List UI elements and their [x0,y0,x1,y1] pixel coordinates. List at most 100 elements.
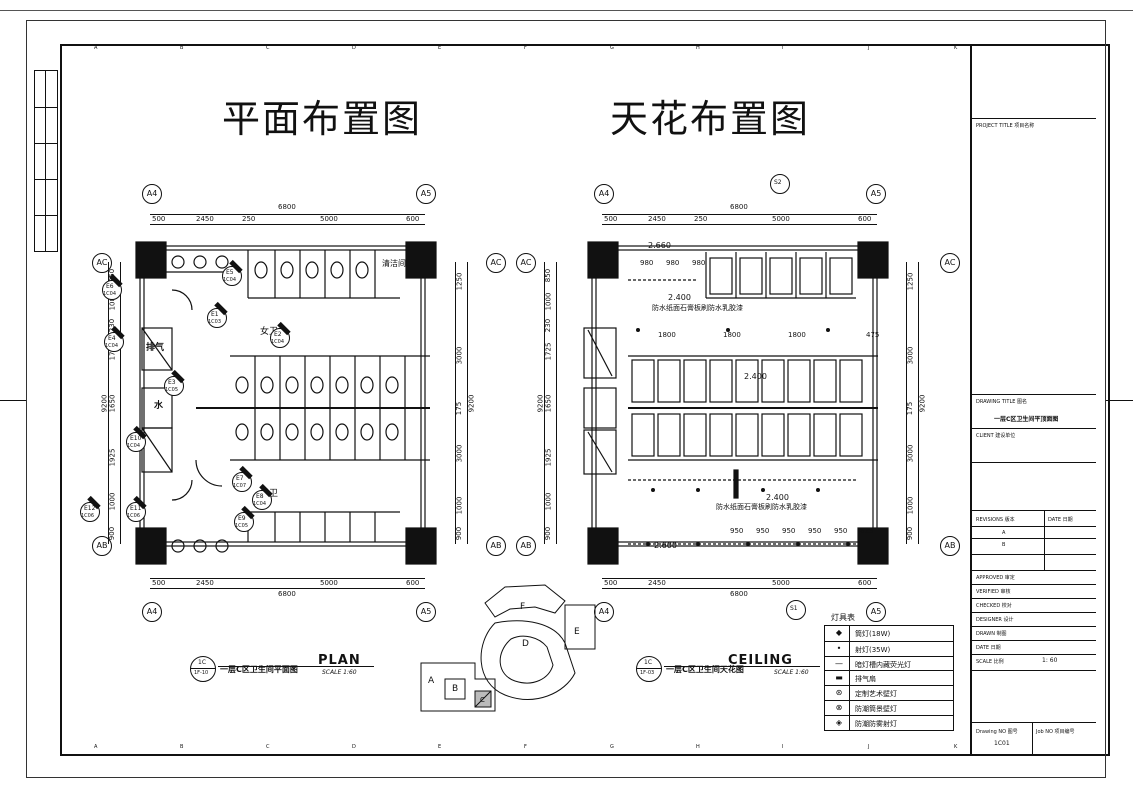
tb-scale-val: 1: 60 [1042,657,1058,664]
plan-caption-title: 一层C区卫生间平面图 [220,665,298,674]
border-letter: K [954,45,958,51]
plan-caption-scale: SCALE 1:60 [322,669,357,676]
legend-label: 防潮筒景壁灯 [855,705,897,713]
dim-bseg-1: 500 [152,579,166,587]
title-block: PROJECT TITLE 项目名称 DRAWING TITLE 图名 一层C区… [970,46,1096,754]
legend-symbol-icon: ⊗ [835,703,843,712]
border-letter: A [94,744,98,750]
dim-seg-2: 2450 [196,215,214,223]
c-row-dim-3: 1800 [788,331,806,339]
elevation-tag-name: E7 [236,475,244,482]
tb-date2: DATE 日期 [976,645,1001,651]
legend-label: 防潮防雾射灯 [855,719,897,728]
elevation-tag-code: 1C07 [233,483,247,489]
legend-title: 灯具表 [831,613,855,622]
border-letter: E [438,45,442,51]
border-letter: K [954,744,958,750]
border-letter: G [610,744,614,750]
tick-line-mid-r [1106,400,1133,401]
plan-title: 平面布置图 [222,97,423,141]
c-dim-bseg-2: 2450 [648,579,666,587]
plan-walls [135,241,437,565]
elevation-tag-code: 1C04 [271,339,285,345]
legend-row: — 暗灯槽内藏荧光灯 [825,655,953,672]
ceiling-caption-circle: 1C 1F-03 [636,656,662,682]
tick-line-top [0,10,1133,11]
c-bot-dim-5: 950 [834,527,848,535]
section-marker-top: S2 [770,174,790,194]
c-grid-a5-bot: A5 [866,602,886,622]
c-dim-overall-bot: 6800 [730,590,748,598]
elevation-tag-name: E6 [106,283,114,290]
elevation-tag-code: 1C04 [223,277,237,283]
border-letter: J [868,45,870,51]
elevation-tag-name: E4 [108,335,116,342]
grid-bubble-a5-top: A5 [416,184,436,204]
c-row-dim-6: 980 [666,259,680,267]
ceiling-drawing: A4 A5 A4 A5 AC AC AB AB S2 S1 6800 500 2… [516,174,968,682]
legend-label: 排气扇 [855,675,876,684]
legend-symbol-icon: — [835,658,843,668]
c-row-dim-7: 980 [692,259,706,267]
tb-drawing-no-val: 1C01 [994,740,1010,747]
c-grid-ac-right: AC [940,253,960,273]
elevation-tag-code: 1C03 [208,319,222,325]
dim-seg-4: 5000 [320,215,338,223]
border-letter: C [266,744,270,750]
legend-label: 定制艺术壁灯 [855,690,897,699]
c-row-dim-5: 980 [640,259,654,267]
tb-rev-b: B [1002,542,1006,548]
tb-revisions: REVISIONS 版本 [976,517,1015,523]
c-grid-a5-top: A5 [866,184,886,204]
label-women: 女卫 [260,327,279,337]
elevation-tag-name: E3 [168,379,176,386]
legend-symbol-icon: ⊛ [835,688,843,698]
elevation-tag-name: E1 [211,311,219,318]
tb-job-no: Job NO 项目编号 [1036,729,1075,735]
key-plan-c: C [480,696,485,704]
grid-bubble-a4-bot: A4 [142,602,162,622]
plan-caption-circle: 1C 1F-10 [190,656,216,682]
grid-bubble-a5-bot: A5 [416,602,436,622]
elevation-tag-name: E10 [130,435,142,442]
border-letter: F [524,45,527,51]
key-plan [420,584,596,712]
border-letter: C [266,45,270,51]
tb-verified: VERIFIED 审核 [976,589,1011,595]
ceiling-caption-scale: SCALE 1:60 [774,669,809,676]
label-cleaning: 清洁间 [382,259,406,268]
border-letter: J [868,744,870,750]
tb-date: DATE 日期 [1048,517,1073,523]
elevation-tag-name: E5 [226,269,234,276]
tb-drawing-title: DRAWING TITLE 图名 [976,399,1028,405]
c-grid-ab-left: AB [516,536,536,556]
label-water: 水 [154,401,164,411]
c-dim-seg-4: 5000 [772,215,790,223]
c-height-bot: 2.600 [654,541,677,550]
border-letter: G [610,45,614,51]
legend-label: 暗灯槽内藏荧光灯 [855,660,911,669]
plan-caption-en: PLAN [318,653,361,668]
elevation-tag-code: 1C04 [127,443,141,449]
border-letter: F [524,744,527,750]
dim-seg-3: 250 [242,215,256,223]
c-dim-seg-2: 2450 [648,215,666,223]
tb-designer: DESIGNER 设计 [976,617,1014,623]
tb-checked: CHECKED 校对 [976,603,1012,609]
dim-seg-5: 600 [406,215,420,223]
key-plan-d: D [522,639,529,649]
c-bot-dim-1: 950 [730,527,744,535]
elevation-tag-code: 1C04 [105,343,119,349]
c-dim-bseg-3: 5000 [772,579,790,587]
tb-drawn: DRAWN 制图 [976,631,1007,637]
legend-row: ⊗ 防潮筒景壁灯 [825,700,953,716]
grid-bubble-a4-top: A4 [142,184,162,204]
dim-overall-bot: 6800 [278,590,296,598]
